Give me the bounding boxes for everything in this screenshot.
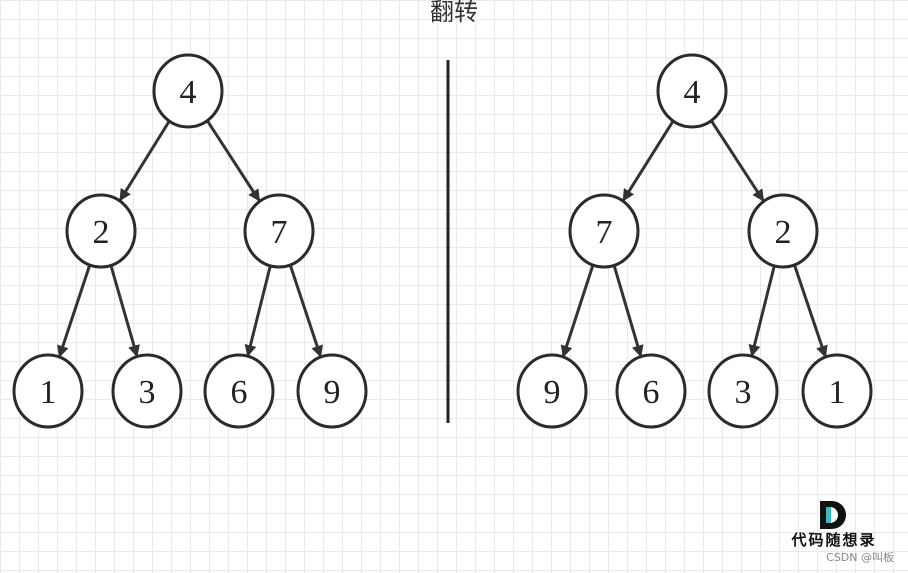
tree-edge-arrow <box>792 263 828 358</box>
node-label: 4 <box>180 74 197 111</box>
tree-edge-arrow <box>621 119 675 202</box>
node-label: 7 <box>596 214 613 251</box>
tree-node: 6 <box>203 353 275 429</box>
tree-node: 1 <box>801 353 873 429</box>
tree-node: 2 <box>747 193 819 269</box>
node-label: 7 <box>271 214 288 251</box>
tree-edge-arrow <box>288 263 323 358</box>
tree-node: 7 <box>568 193 640 269</box>
tree-node: 7 <box>243 193 315 269</box>
credit-text: CSDN @叫板 <box>826 551 894 564</box>
node-label: 3 <box>735 374 752 411</box>
node-label: 9 <box>544 374 561 411</box>
tree-edge-arrow <box>109 264 140 358</box>
tree-node: 9 <box>296 353 368 429</box>
node-label: 9 <box>324 374 341 411</box>
tree-node: 9 <box>516 353 588 429</box>
tree-edge-arrow <box>709 119 765 202</box>
tree-edge-arrow <box>612 264 644 358</box>
node-label: 2 <box>93 214 110 251</box>
node-label: 2 <box>775 214 792 251</box>
logo-d-icon <box>820 501 848 529</box>
original-tree: 4 2 7 1 3 6 9 <box>12 53 368 429</box>
tree-edge-arrow <box>118 119 171 202</box>
inverted-tree: 4 7 2 9 6 3 1 <box>516 53 873 429</box>
edges-layer <box>57 119 828 358</box>
tree-node: 1 <box>12 353 84 429</box>
node-label: 4 <box>684 74 701 111</box>
tree-node: 2 <box>65 193 137 269</box>
tree-node: 6 <box>615 353 687 429</box>
tree-node: 3 <box>111 353 183 429</box>
node-label: 6 <box>643 374 660 411</box>
diagram-title: 翻转 <box>430 0 478 26</box>
node-label: 3 <box>139 374 156 411</box>
tree-edge-arrow <box>57 263 92 358</box>
tree-edge-arrow <box>244 264 272 358</box>
tree-edge-arrow <box>748 264 776 358</box>
watermark: 代码随想录 CSDN @叫板 <box>774 501 894 565</box>
tree-node: 4 <box>656 53 728 129</box>
node-label: 1 <box>829 374 846 411</box>
tree-node: 3 <box>707 353 779 429</box>
tree-edge-arrow <box>560 263 595 358</box>
node-label: 1 <box>40 374 57 411</box>
node-label: 6 <box>231 374 248 411</box>
tree-edge-arrow <box>205 119 261 202</box>
tree-node: 4 <box>152 53 224 129</box>
brand-name: 代码随想录 <box>791 531 877 549</box>
